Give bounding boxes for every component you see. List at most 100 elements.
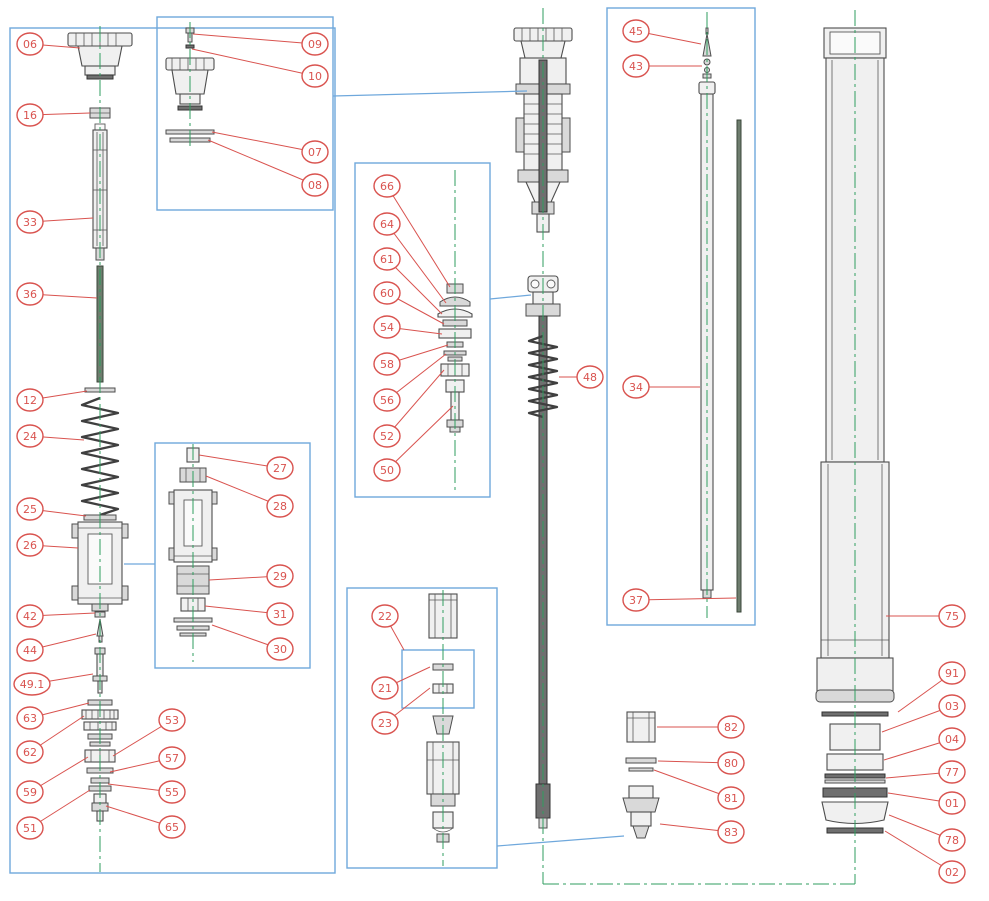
callout-81: 81	[653, 769, 745, 810]
callout-bubble-08	[301, 173, 329, 197]
callout-bubble-28	[266, 494, 294, 518]
callout-23: 23	[371, 687, 431, 735]
callout-label-66: 66	[380, 180, 394, 193]
callout-label-83: 83	[724, 826, 738, 839]
part-fork-cap	[67, 32, 133, 80]
callout-label-09: 09	[308, 38, 322, 51]
callout-label-36: 36	[23, 288, 37, 301]
callout-bubble-44	[16, 638, 44, 662]
callout-bubble-37	[622, 588, 650, 612]
callout-bubble-66	[373, 174, 401, 198]
callout-bubble-80	[717, 751, 745, 775]
callout-bubble-60	[373, 281, 401, 305]
callout-03: 03	[881, 694, 966, 733]
part-rebound-spring	[527, 334, 559, 419]
callout-bubble-02	[938, 860, 966, 884]
callout-30: 30	[211, 624, 294, 661]
callout-bubble-57	[158, 746, 186, 770]
callout-label-55: 55	[165, 786, 179, 799]
callout-label-26: 26	[23, 539, 37, 552]
callout-bubble-23	[371, 711, 399, 735]
callout-label-64: 64	[380, 218, 394, 231]
callout-34: 34	[622, 375, 700, 399]
callout-51: 51	[16, 789, 91, 840]
callout-label-31: 31	[273, 608, 287, 621]
callout-label-02: 02	[945, 866, 959, 879]
callout-leader-61	[386, 258, 443, 315]
callout-label-21: 21	[378, 682, 392, 695]
callout-bubble-50	[373, 458, 401, 482]
callout-49.1: 49.1	[13, 672, 94, 696]
part-washer-81	[628, 767, 654, 772]
callout-65: 65	[105, 805, 186, 839]
callout-62: 62	[16, 715, 85, 764]
callout-bubble-83	[717, 820, 745, 844]
callout-label-82: 82	[724, 721, 738, 734]
callout-55: 55	[107, 780, 186, 804]
shim-stack-box	[354, 162, 491, 498]
callout-bubble-52	[373, 424, 401, 448]
callout-label-42: 42	[23, 610, 37, 623]
callout-label-58: 58	[380, 358, 394, 371]
callout-label-44: 44	[23, 644, 37, 657]
callout-04: 04	[883, 727, 966, 761]
callout-leader-10	[191, 48, 316, 77]
callout-label-59: 59	[23, 786, 37, 799]
callout-bubble-45	[622, 19, 650, 43]
callout-label-77: 77	[945, 766, 959, 779]
callout-label-08: 08	[308, 179, 322, 192]
callout-57: 57	[109, 746, 186, 773]
callout-label-30: 30	[273, 643, 287, 656]
callout-53: 53	[112, 708, 186, 757]
callout-label-60: 60	[380, 287, 394, 300]
callout-27: 27	[198, 454, 294, 480]
callout-12: 12	[16, 388, 88, 412]
callout-bubble-27	[266, 456, 294, 480]
callout-bubble-30	[266, 637, 294, 661]
callout-bubble-48	[576, 365, 604, 389]
callout-bubble-77	[938, 760, 966, 784]
callout-bubble-24	[16, 424, 44, 448]
callout-label-61: 61	[380, 253, 394, 266]
callout-66: 66	[373, 174, 451, 288]
callout-leader-50	[386, 405, 454, 471]
callout-label-57: 57	[165, 752, 179, 765]
callout-label-23: 23	[378, 717, 392, 730]
bottom-small-parts	[622, 711, 660, 839]
callout-02: 02	[884, 830, 966, 884]
callout-48: 48	[559, 365, 604, 389]
callout-label-33: 33	[23, 216, 37, 229]
callout-layer: 0616333612242526424449.16362595153575565…	[13, 19, 966, 884]
callout-label-62: 62	[23, 746, 37, 759]
callout-label-01: 01	[945, 797, 959, 810]
callout-bubble-10	[301, 64, 329, 88]
callout-36: 36	[16, 282, 98, 306]
callout-bubble-06	[16, 32, 44, 56]
callout-label-43: 43	[629, 60, 643, 73]
callout-10: 10	[191, 48, 329, 88]
part-strip-37	[736, 119, 742, 613]
callout-59: 59	[16, 756, 89, 804]
callout-83: 83	[659, 820, 745, 844]
left-assembly-box	[9, 27, 336, 874]
callout-50: 50	[373, 405, 454, 482]
callout-bubble-61	[373, 247, 401, 271]
callout-28: 28	[205, 475, 294, 518]
callout-label-49.1: 49.1	[20, 678, 45, 691]
callout-09: 09	[192, 32, 329, 56]
callout-16: 16	[16, 103, 91, 127]
callout-bubble-07	[301, 140, 329, 164]
callout-label-63: 63	[23, 712, 37, 725]
callout-leader-52	[386, 369, 445, 437]
callout-77: 77	[885, 760, 966, 784]
rod-detail	[698, 27, 742, 613]
callout-bubble-55	[158, 780, 186, 804]
callout-bubble-81	[717, 786, 745, 810]
callout-91: 91	[897, 661, 966, 713]
part-washer-80	[625, 757, 657, 764]
callout-label-04: 04	[945, 733, 959, 746]
callout-43: 43	[622, 54, 702, 78]
callout-bubble-63	[16, 706, 44, 730]
callout-leader-66	[386, 185, 451, 288]
